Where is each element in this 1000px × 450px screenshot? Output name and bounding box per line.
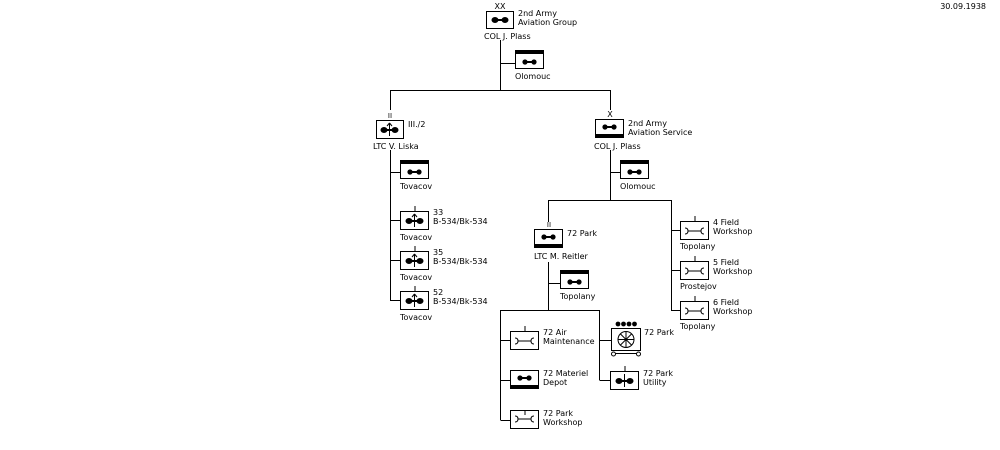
park-72-name: 72 Park	[567, 229, 598, 238]
flight-35-name: 35 B-534/Bk-534	[433, 248, 488, 266]
field-workshop-4-symbol	[680, 216, 709, 240]
service-hq-location: Olomouc	[620, 182, 656, 191]
squadron-commander: LTC V. Liska	[373, 142, 419, 151]
chart-date: 30.09.1938	[940, 2, 986, 11]
park-72-commander: LTC M. Reitler	[534, 252, 588, 261]
squadron-hq-location: Tovacov	[400, 182, 433, 191]
field-workshop-5-symbol	[680, 256, 709, 280]
field-workshop-6-location: Topolany	[680, 322, 716, 331]
wrench-maintenance-icon	[684, 267, 705, 275]
field-workshop-6-symbol	[680, 296, 709, 320]
squadron-hq-symbol	[400, 160, 429, 179]
park-workshop-name: 72 Park Workshop	[543, 409, 583, 427]
service-hq-symbol	[620, 160, 649, 179]
park-72-sub-name: 72 Park	[644, 328, 675, 337]
aircraft-utility-icon	[615, 374, 634, 387]
park-72-sub-symbol	[611, 321, 641, 357]
group-hq-symbol	[515, 50, 544, 69]
aviation-group-name-text: 2nd Army Aviation Group	[518, 9, 578, 27]
field-workshop-4-location: Topolany	[680, 242, 716, 251]
aviation-service-name: 2nd Army Aviation Service	[628, 119, 693, 137]
aviation-propeller-icon	[567, 279, 582, 285]
aviation-group-commander: COL J. Plass	[484, 32, 531, 41]
fighter-aircraft-icon	[405, 293, 424, 307]
aviation-propeller-icon	[517, 375, 532, 381]
squadron-symbol: II	[376, 112, 404, 139]
wrench-maintenance-icon	[514, 415, 535, 423]
aviation-propeller-icon	[407, 169, 422, 175]
aviation-propeller-icon	[491, 17, 509, 23]
echelon-x: X	[607, 110, 613, 119]
flight-52-location: Tovacov	[400, 313, 433, 322]
echelon-xx: XX	[495, 3, 506, 11]
park-workshop-symbol	[510, 410, 539, 429]
fighter-aircraft-icon	[405, 213, 424, 227]
echelon-ii: II	[388, 112, 392, 120]
fighter-aircraft-icon	[405, 253, 424, 267]
aviation-propeller-icon	[602, 124, 617, 130]
flight-35-symbol	[400, 246, 429, 270]
flight-35-location: Tovacov	[400, 273, 433, 282]
park-72-symbol: II	[534, 221, 563, 248]
park-utility-symbol	[610, 366, 639, 390]
group-hq-location: Olomouc	[515, 72, 551, 81]
flight-33-name: 33 B-534/Bk-534	[433, 208, 488, 226]
field-workshop-5-location: Prostejov	[680, 282, 717, 291]
wrench-maintenance-icon	[684, 307, 705, 315]
park-hq-symbol	[560, 270, 589, 289]
materiel-depot-name: 72 Materiel Depot	[543, 369, 589, 387]
aviation-propeller-icon	[522, 59, 537, 65]
flight-33-location: Tovacov	[400, 233, 433, 242]
field-workshop-6-name: 6 Field Workshop	[713, 298, 753, 316]
echelon-dots	[615, 321, 637, 327]
echelon-ii: II	[547, 221, 551, 229]
materiel-depot-symbol	[510, 370, 539, 389]
aviation-propeller-icon	[627, 169, 642, 175]
fighter-aircraft-icon	[380, 122, 399, 136]
air-maintenance-name: 72 Air Maintenance	[543, 328, 595, 346]
wheel-icon	[617, 331, 635, 348]
aviation-propeller-icon	[541, 234, 556, 240]
aviation-group-symbol: XX	[486, 3, 514, 29]
wrench-maintenance-icon	[514, 337, 535, 345]
aviation-service-commander: COL J. Plass	[594, 142, 641, 151]
aviation-group-name: 2nd Army Aviation Group	[518, 9, 577, 27]
field-workshop-4-name: 4 Field Workshop	[713, 218, 753, 236]
squadron-name: III./2	[408, 120, 426, 129]
park-utility-name: 72 Park Utility	[643, 369, 674, 387]
wrench-maintenance-icon	[684, 227, 705, 235]
flight-52-name: 52 B-534/Bk-534	[433, 288, 488, 306]
flight-33-symbol	[400, 206, 429, 230]
aviation-service-symbol: X	[595, 110, 624, 138]
flight-52-symbol	[400, 286, 429, 310]
park-hq-location: Topolany	[560, 292, 596, 301]
field-workshop-5-name: 5 Field Workshop	[713, 258, 753, 276]
air-maintenance-symbol	[510, 326, 539, 350]
